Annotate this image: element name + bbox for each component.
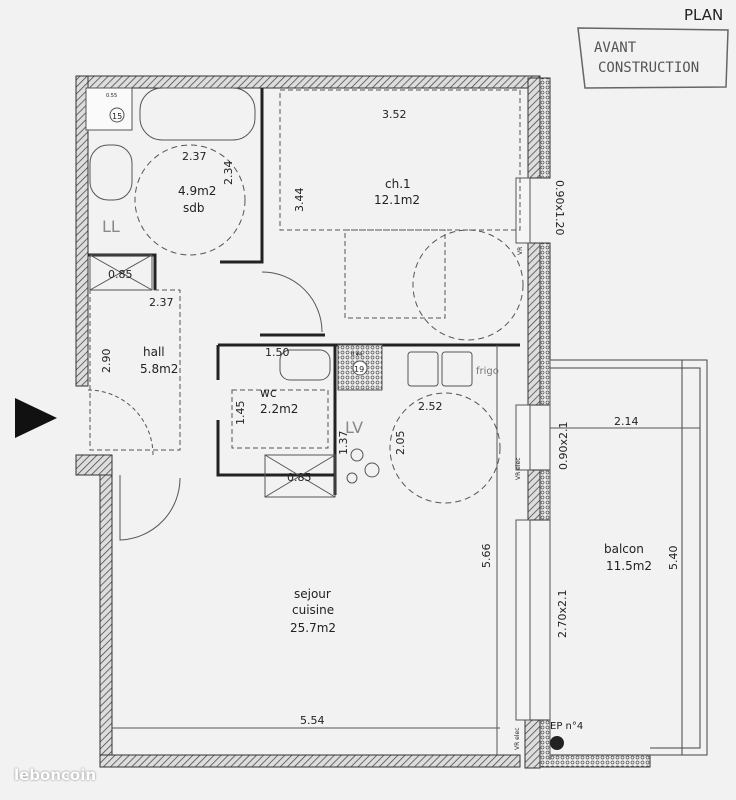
kitchen-window-dim: 0.90x2.1	[557, 422, 570, 471]
vr-elec-label-1: VR elec	[515, 457, 522, 480]
hall-name: hall	[143, 345, 165, 359]
note-line-1: AVANT	[594, 40, 637, 56]
wc-name: wc	[260, 386, 276, 400]
sejour-name-1: sejour	[294, 587, 331, 601]
shaft-2-number: 19	[354, 365, 364, 374]
ep-label: EP n°4	[550, 721, 583, 732]
wc-area: 2.2m2	[260, 402, 298, 416]
ch1-name: ch.1	[385, 177, 411, 191]
note-line-2: CONSTRUCTION	[598, 60, 699, 76]
entrance-arrow-icon	[15, 398, 57, 438]
wc-width: 1.50	[265, 346, 290, 359]
toilet	[279, 349, 331, 381]
washbasin	[89, 144, 133, 201]
ch1-window-dim: 0.90x1.20	[553, 180, 566, 236]
closet-2-dim: 0.85	[287, 471, 312, 484]
sdb-area: 4.9m2	[178, 184, 216, 198]
ch1-area: 12.1m2	[374, 193, 420, 207]
balcony-outline	[550, 359, 708, 756]
bathtub	[139, 87, 256, 141]
shaft-1-dim: 0.55	[106, 93, 117, 99]
ch1-height: 3.44	[293, 188, 306, 213]
balcon-name: balcon	[604, 542, 644, 556]
hall-area: 5.8m2	[140, 362, 178, 376]
balcon-width: 2.14	[614, 415, 639, 428]
watermark-logo: leboncoin	[14, 766, 97, 784]
wc-height: 1.45	[234, 401, 247, 426]
vr-elec-label-2: VR elec	[514, 727, 521, 750]
sdb-height: 2.34	[222, 161, 235, 186]
kitchen-width: 2.52	[418, 400, 443, 413]
sejour-width: 5.54	[300, 714, 325, 727]
interior-walls	[88, 88, 520, 495]
sejour-name-2: cuisine	[292, 603, 334, 617]
lv-label: LV	[345, 418, 363, 437]
balcon-area: 11.5m2	[606, 559, 652, 573]
kitchen-side-dim: 1.37	[337, 431, 350, 456]
shaft-2-dim: 0.44	[351, 352, 362, 358]
closet-1-dim: 0.85	[108, 268, 133, 281]
balcon-height: 5.40	[667, 546, 680, 571]
ll-label: LL	[102, 217, 120, 236]
plan-title: PLAN	[684, 6, 723, 24]
handwritten-note-box	[577, 27, 729, 89]
outer-walls	[75, 75, 651, 769]
hall-width: 2.37	[149, 296, 174, 309]
kitchen-height: 2.05	[394, 431, 407, 456]
hall-height: 2.90	[100, 349, 113, 374]
sdb-name: sdb	[183, 201, 205, 215]
fixtures	[85, 87, 700, 760]
ch1-width: 3.52	[382, 108, 407, 121]
shaft-1-number: 15	[112, 112, 122, 121]
sejour-height: 5.66	[480, 544, 493, 569]
vr-label: VR	[517, 247, 524, 255]
frigo-label: frigo	[476, 366, 499, 377]
drain-pipe-icon	[550, 736, 564, 750]
sejour-window-dim: 2.70x2.1	[556, 590, 569, 639]
sejour-area: 25.7m2	[290, 621, 336, 635]
sdb-width: 2.37	[182, 150, 207, 163]
